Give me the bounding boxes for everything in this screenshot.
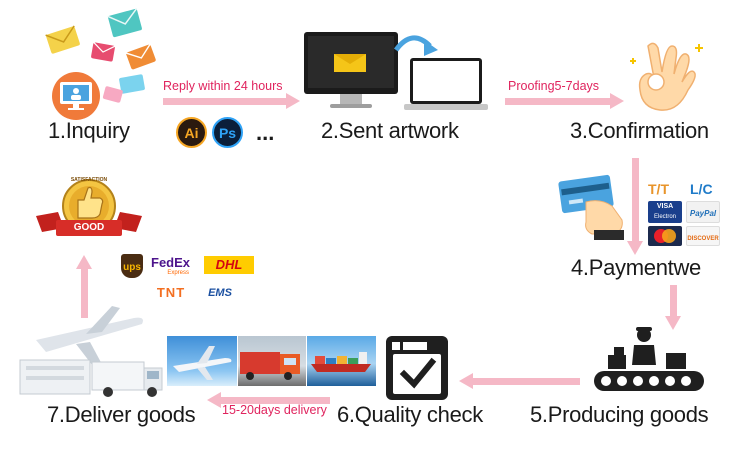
ok-hand-icon <box>628 38 708 116</box>
proofing-time-label: Proofing5-7days <box>508 79 600 93</box>
reply-time-label: Reply within 24 hours <box>163 79 283 93</box>
arrow-quality-to-deliver <box>220 397 330 404</box>
arrowhead-right-icon <box>286 93 300 109</box>
arrow-deliver-to-satisfaction <box>81 268 88 318</box>
conveyor-worker-icon <box>590 325 708 397</box>
step-producing-label: 5.Producing goods <box>530 402 709 427</box>
mastercard-logo <box>648 226 682 246</box>
arrow-payment-to-producing <box>670 285 677 317</box>
tt-logo: T/T <box>648 181 669 197</box>
artwork-illustration <box>300 28 490 116</box>
step-quality-label: 6.Quality check <box>337 402 483 427</box>
photoshop-icon: Ps <box>212 117 243 148</box>
tnt-logo: TNT <box>156 285 186 300</box>
step-payment-label: 4.Paymentwe <box>571 255 701 280</box>
arrowhead-down-icon <box>627 241 643 255</box>
thumbs-up-badge-icon: SATISFACTION GOOD <box>34 176 144 246</box>
visa-electron-logo: VISA Electron <box>648 201 682 223</box>
delivery-time-label: 15-20days delivery <box>222 403 327 417</box>
arrow-confirmation-to-payment <box>632 158 639 242</box>
arrowhead-right-icon <box>610 93 624 109</box>
arrow-artwork-to-confirmation <box>505 98 611 105</box>
inquiry-illustration <box>40 8 160 123</box>
step-confirmation-label: 3.Confirmation <box>570 118 709 143</box>
envelope-icon <box>45 25 80 54</box>
airplane-truck-illustration <box>16 300 166 400</box>
arrow-producing-to-quality <box>472 378 580 385</box>
arrowhead-left-icon <box>207 392 221 408</box>
arrowhead-up-icon <box>76 255 92 269</box>
step-inquiry-label: 1.Inquiry <box>48 118 130 143</box>
arrowhead-left-icon <box>459 373 473 389</box>
paypal-logo: PayPal <box>686 201 720 223</box>
arrow-inquiry-to-artwork <box>163 98 287 105</box>
step-artwork-label: 2.Sent artwork <box>321 118 459 143</box>
ems-logo: EMS <box>208 287 232 299</box>
dhl-logo: DHL <box>204 256 254 274</box>
badge-top-text: SATISFACTION <box>70 177 108 183</box>
lc-logo: L/C <box>690 181 713 197</box>
truck-photo <box>238 336 306 386</box>
cargo-ship-photo <box>307 336 376 386</box>
arrowhead-down-icon <box>665 316 681 330</box>
card-in-hand-icon <box>556 172 630 242</box>
checkbox-icon <box>386 336 448 400</box>
badge-good-label: GOOD <box>73 222 105 233</box>
ups-logo: ups <box>121 254 143 278</box>
airplane-photo <box>167 336 237 386</box>
step-deliver-label: 7.Deliver goods <box>47 402 196 427</box>
discover-logo: DISCOVER <box>686 226 720 246</box>
more-software-ellipsis: ... <box>256 120 275 145</box>
fedex-logo: FedEx Express <box>151 255 191 277</box>
illustrator-icon: Ai <box>176 117 207 148</box>
